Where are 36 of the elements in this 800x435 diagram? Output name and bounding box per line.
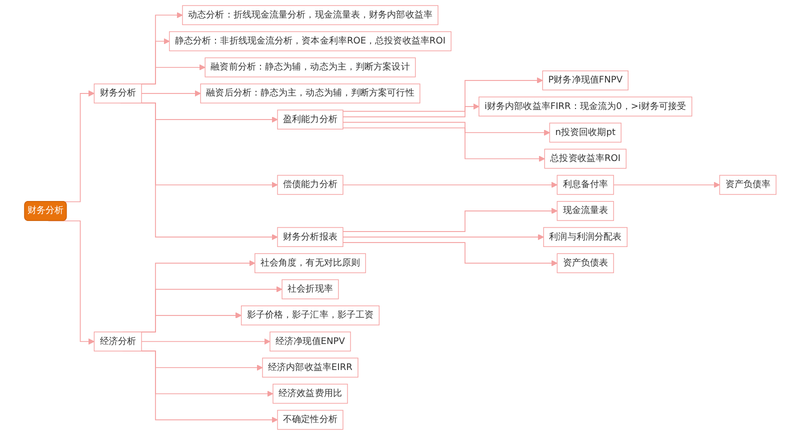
node-box: 资产负债表 [556, 253, 614, 274]
node-box: 利息备付率 [556, 174, 614, 195]
arrow [342, 103, 479, 118]
node-box: P财务净现值FNPV [542, 70, 628, 90]
node-box: 利润与利润分配表 [542, 227, 628, 247]
node-box: 偿债能力分析 [276, 174, 343, 195]
node-box: 总投资收益率ROI [544, 148, 626, 169]
arrow [342, 77, 543, 112]
node-box: 财务分析 [94, 84, 142, 104]
arrow [342, 234, 544, 240]
node-box: 融资后分析：静态为主，动态为辅，判断方案可行性 [200, 84, 420, 104]
arrow [342, 127, 545, 162]
arrow [342, 242, 558, 266]
node-box: 财务分析报表 [276, 227, 343, 247]
node-box: i财务内部收益率FIRR：现金流为0，>i财务可接受 [478, 96, 692, 116]
arrow [140, 338, 270, 345]
node-box: 社会折现率 [281, 279, 338, 300]
arrow [342, 182, 558, 188]
node-box: 现金流量表 [556, 201, 614, 221]
node-box: 融资前分析：静态为辅，动态为主，判断方案设计 [204, 57, 416, 78]
arrow [140, 90, 201, 97]
arrow [342, 122, 550, 136]
arrow [342, 208, 558, 232]
node-box: 经济效益费用比 [272, 384, 348, 404]
node-box: 社会角度，有无对比原则 [254, 253, 366, 274]
node-box: 动态分析：折线现金流量分析，现金流量表，财务内部收益率 [182, 5, 438, 26]
node-box: 经济分析 [94, 332, 142, 352]
node-box: 资产负债率 [719, 174, 776, 195]
node-box: 经济净现值ENPV [269, 332, 351, 352]
node-box: n投资回收期pt [549, 122, 622, 143]
node-box: 经济内部收益率EIRR [262, 358, 358, 378]
arrow [612, 182, 720, 188]
node-box: 盈利能力分析 [276, 110, 343, 130]
node-box: 不确定性分析 [276, 410, 343, 430]
node-box: 影子价格，影子汇率，影子工资 [240, 305, 380, 326]
node-box: 静态分析：非折线现金流分析，资本金利率ROE，总投资收益率ROI [168, 31, 452, 52]
